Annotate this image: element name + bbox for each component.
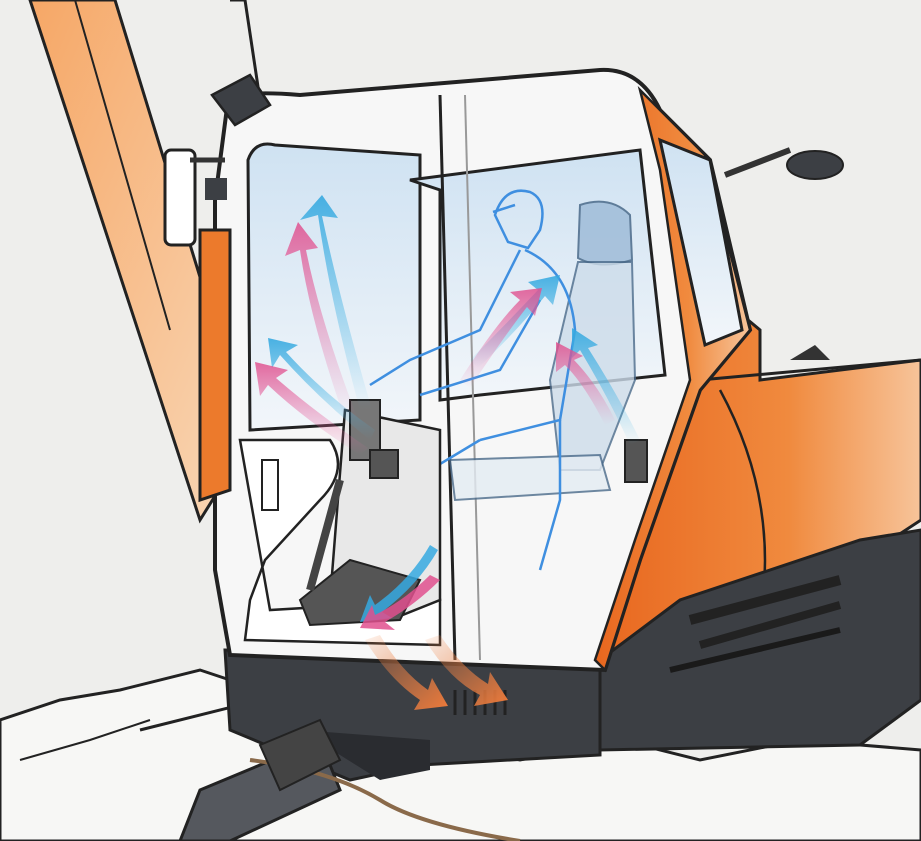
cab-airflow-illustration bbox=[0, 0, 921, 841]
illustration-canvas bbox=[0, 0, 921, 841]
